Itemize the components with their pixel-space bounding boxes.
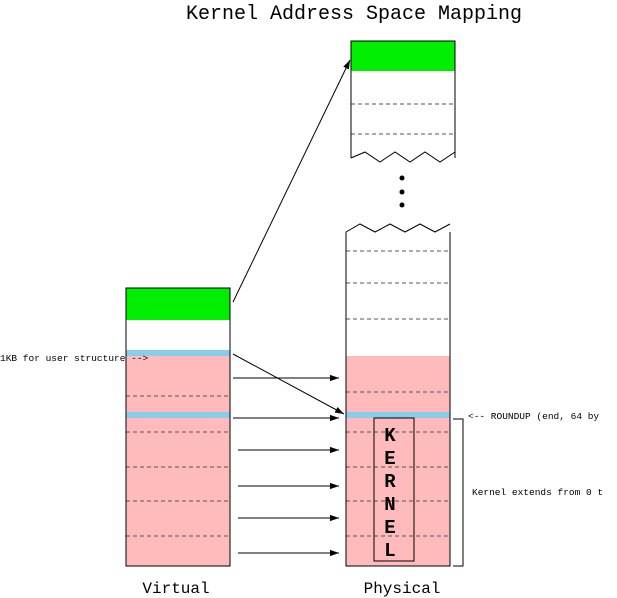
kernel-extends-label: Kernel extends from 0 t — [472, 487, 603, 498]
continuation-dots — [399, 175, 405, 208]
kernel-letter: E — [384, 448, 395, 470]
kernel-letter: L — [384, 540, 395, 562]
virtual-pink-block-upper — [126, 356, 230, 412]
physical-white-block — [346, 228, 450, 356]
kernel-letter: K — [384, 425, 396, 447]
user-structure-label: 1KB for user structure --> — [0, 353, 149, 364]
physical-memory-column: K E R N E L — [345, 223, 451, 567]
diagram-title: Kernel Address Space Mapping — [186, 3, 522, 26]
kernel-box — [373, 417, 415, 562]
mapping-arrows — [232, 59, 351, 557]
virtual-user-structure-band — [126, 350, 230, 356]
kernel-letter: N — [384, 494, 395, 516]
physical-outline — [345, 232, 451, 567]
physical-top-green-block — [351, 41, 455, 71]
physical-column-label: Physical — [364, 580, 441, 598]
physical-kernel-block — [346, 418, 450, 566]
physical-top-outline — [350, 40, 456, 158]
kernel-extent-bracket — [453, 418, 464, 567]
virtual-green-block — [126, 288, 230, 320]
virtual-pink-block-lower — [126, 418, 230, 566]
physical-pink-block-upper — [346, 356, 450, 412]
virtual-column-label: Virtual — [142, 580, 209, 598]
virtual-white-block — [126, 320, 230, 350]
physical-roundup-band — [346, 412, 450, 418]
physical-torn-edge — [345, 223, 451, 233]
physical-memory-top-fragment — [350, 40, 456, 163]
virtual-column-outline — [125, 287, 231, 567]
roundup-label: <-- ROUNDUP (end, 64 by — [468, 411, 599, 422]
kernel-letter: E — [384, 517, 395, 539]
virtual-kernel-start-band — [126, 412, 230, 418]
physical-top-white-block — [351, 71, 455, 158]
arrow-green-to-physical-top — [232, 59, 351, 303]
virtual-memory-column — [125, 287, 231, 567]
physical-top-torn-edge — [350, 151, 456, 163]
arrow-user-structure-to-roundup — [232, 353, 345, 415]
kernel-letter: R — [384, 471, 396, 493]
